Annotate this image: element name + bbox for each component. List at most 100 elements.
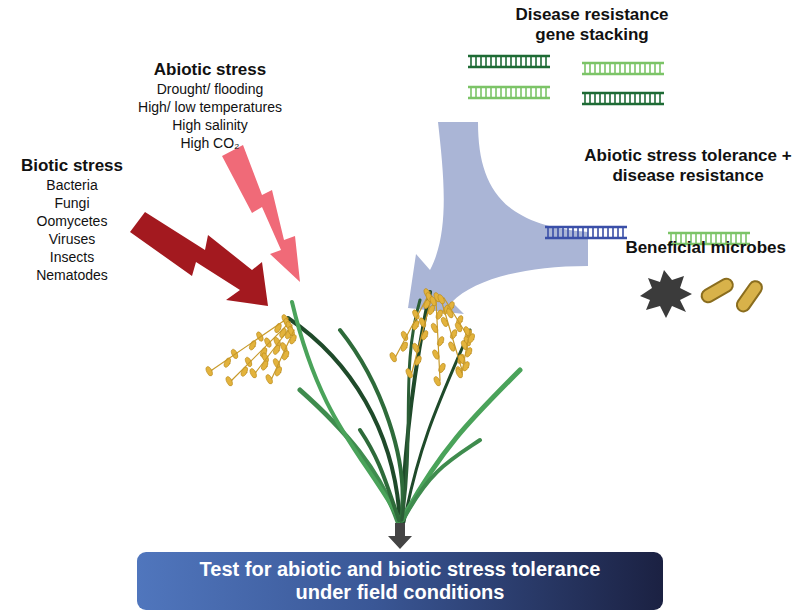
dna-rung [470,87,472,98]
dna-rung [644,93,646,104]
dna-rung [510,56,512,67]
result-box: Test for abiotic and biotic stress toler… [137,552,663,610]
dna-rung [520,56,522,67]
heading-label: Abiotic stress [154,60,266,80]
dna-rung [629,63,631,74]
microbes [640,270,764,318]
dna-rung [619,93,621,104]
dna-rung [495,56,497,67]
dna-rung [634,63,636,74]
box-text: Test for abiotic and biotic stress toler… [137,558,663,604]
dna-rung [659,93,661,104]
dna-rung [604,93,606,104]
dna-rung [510,87,512,98]
dna-rung [659,63,661,74]
dna-rung [547,227,549,238]
list-item: High/ low temperatures [138,99,282,115]
dna-rung [624,63,626,74]
dna-rung [617,227,619,238]
dna-rung [470,56,472,67]
dna-rung [634,93,636,104]
panicle-branch [232,322,290,380]
dna-rung [602,227,604,238]
dna-rung [594,63,596,74]
rice-grain [248,340,257,351]
heading-label: Abiotic stress tolerance + disease resis… [582,146,794,185]
dna-rung [552,227,554,238]
dna-rung [525,56,527,67]
dna-rung [584,93,586,104]
dna-rung [584,63,586,74]
dna-rung [520,87,522,98]
dna-rung [562,227,564,238]
dna-rung [609,63,611,74]
rice-grain [223,357,232,368]
dna-rung [530,87,532,98]
dna-rung [557,227,559,238]
dna-rung [572,227,574,238]
dna-rung [480,87,482,98]
panicle-branch [436,300,440,380]
heading-label: Biotic stress [21,156,123,176]
dna-rung [540,56,542,67]
dna-rung [609,93,611,104]
dna-rung [535,87,537,98]
dna-rung [540,87,542,98]
panicle-branch [256,325,292,372]
down-arrow [388,523,412,549]
list-item: High salinity [172,117,247,133]
dna-rung [649,93,651,104]
dna-rung [582,227,584,238]
abiotic-arrow [222,145,300,282]
dna-rung [622,227,624,238]
list-item: High CO₂ [180,135,239,151]
dna-rung [629,93,631,104]
dna-rung [639,63,641,74]
dna-rung [599,63,601,74]
rice-plant [205,288,520,522]
dna-rung [485,56,487,67]
dna-rung [577,227,579,238]
rice-grain [205,366,214,377]
heading-label: Disease resistance gene stacking [506,5,678,44]
dna-rung [597,227,599,238]
dna-rung [500,87,502,98]
list-item: Oomycetes [37,213,108,229]
dna-rung [594,93,596,104]
dna-rung [599,93,601,104]
dna-rung [505,87,507,98]
biotic-arrow [130,212,268,306]
rice-grain [249,368,258,379]
dna-rung [485,87,487,98]
dna-rung [530,56,532,67]
dna-rung [515,56,517,67]
list-item: Fungi [54,195,89,211]
dna-rung [649,63,651,74]
dna-rung [525,87,527,98]
dna-rung [515,87,517,98]
rice-grain [265,374,274,385]
dna-rung [592,227,594,238]
dna-rung [624,93,626,104]
dna-rung [619,63,621,74]
list-item: Nematodes [36,267,108,283]
dna-rung [535,56,537,67]
rice-grain [389,352,398,363]
dna-rung [654,63,656,74]
rice-grain [225,376,234,387]
panicle-branch [272,330,294,378]
dna-rung [644,63,646,74]
dna-rung [612,227,614,238]
dna-rung [604,63,606,74]
dna-rung [654,93,656,104]
dna-rung [545,87,547,98]
list-item: Viruses [49,231,95,247]
dna-rung [567,227,569,238]
dna-rung [475,56,477,67]
dna-rung [589,63,591,74]
panicle-branch [462,330,470,372]
dna-rung [490,56,492,67]
list-item: Insects [50,249,94,265]
dna-rung [500,56,502,67]
